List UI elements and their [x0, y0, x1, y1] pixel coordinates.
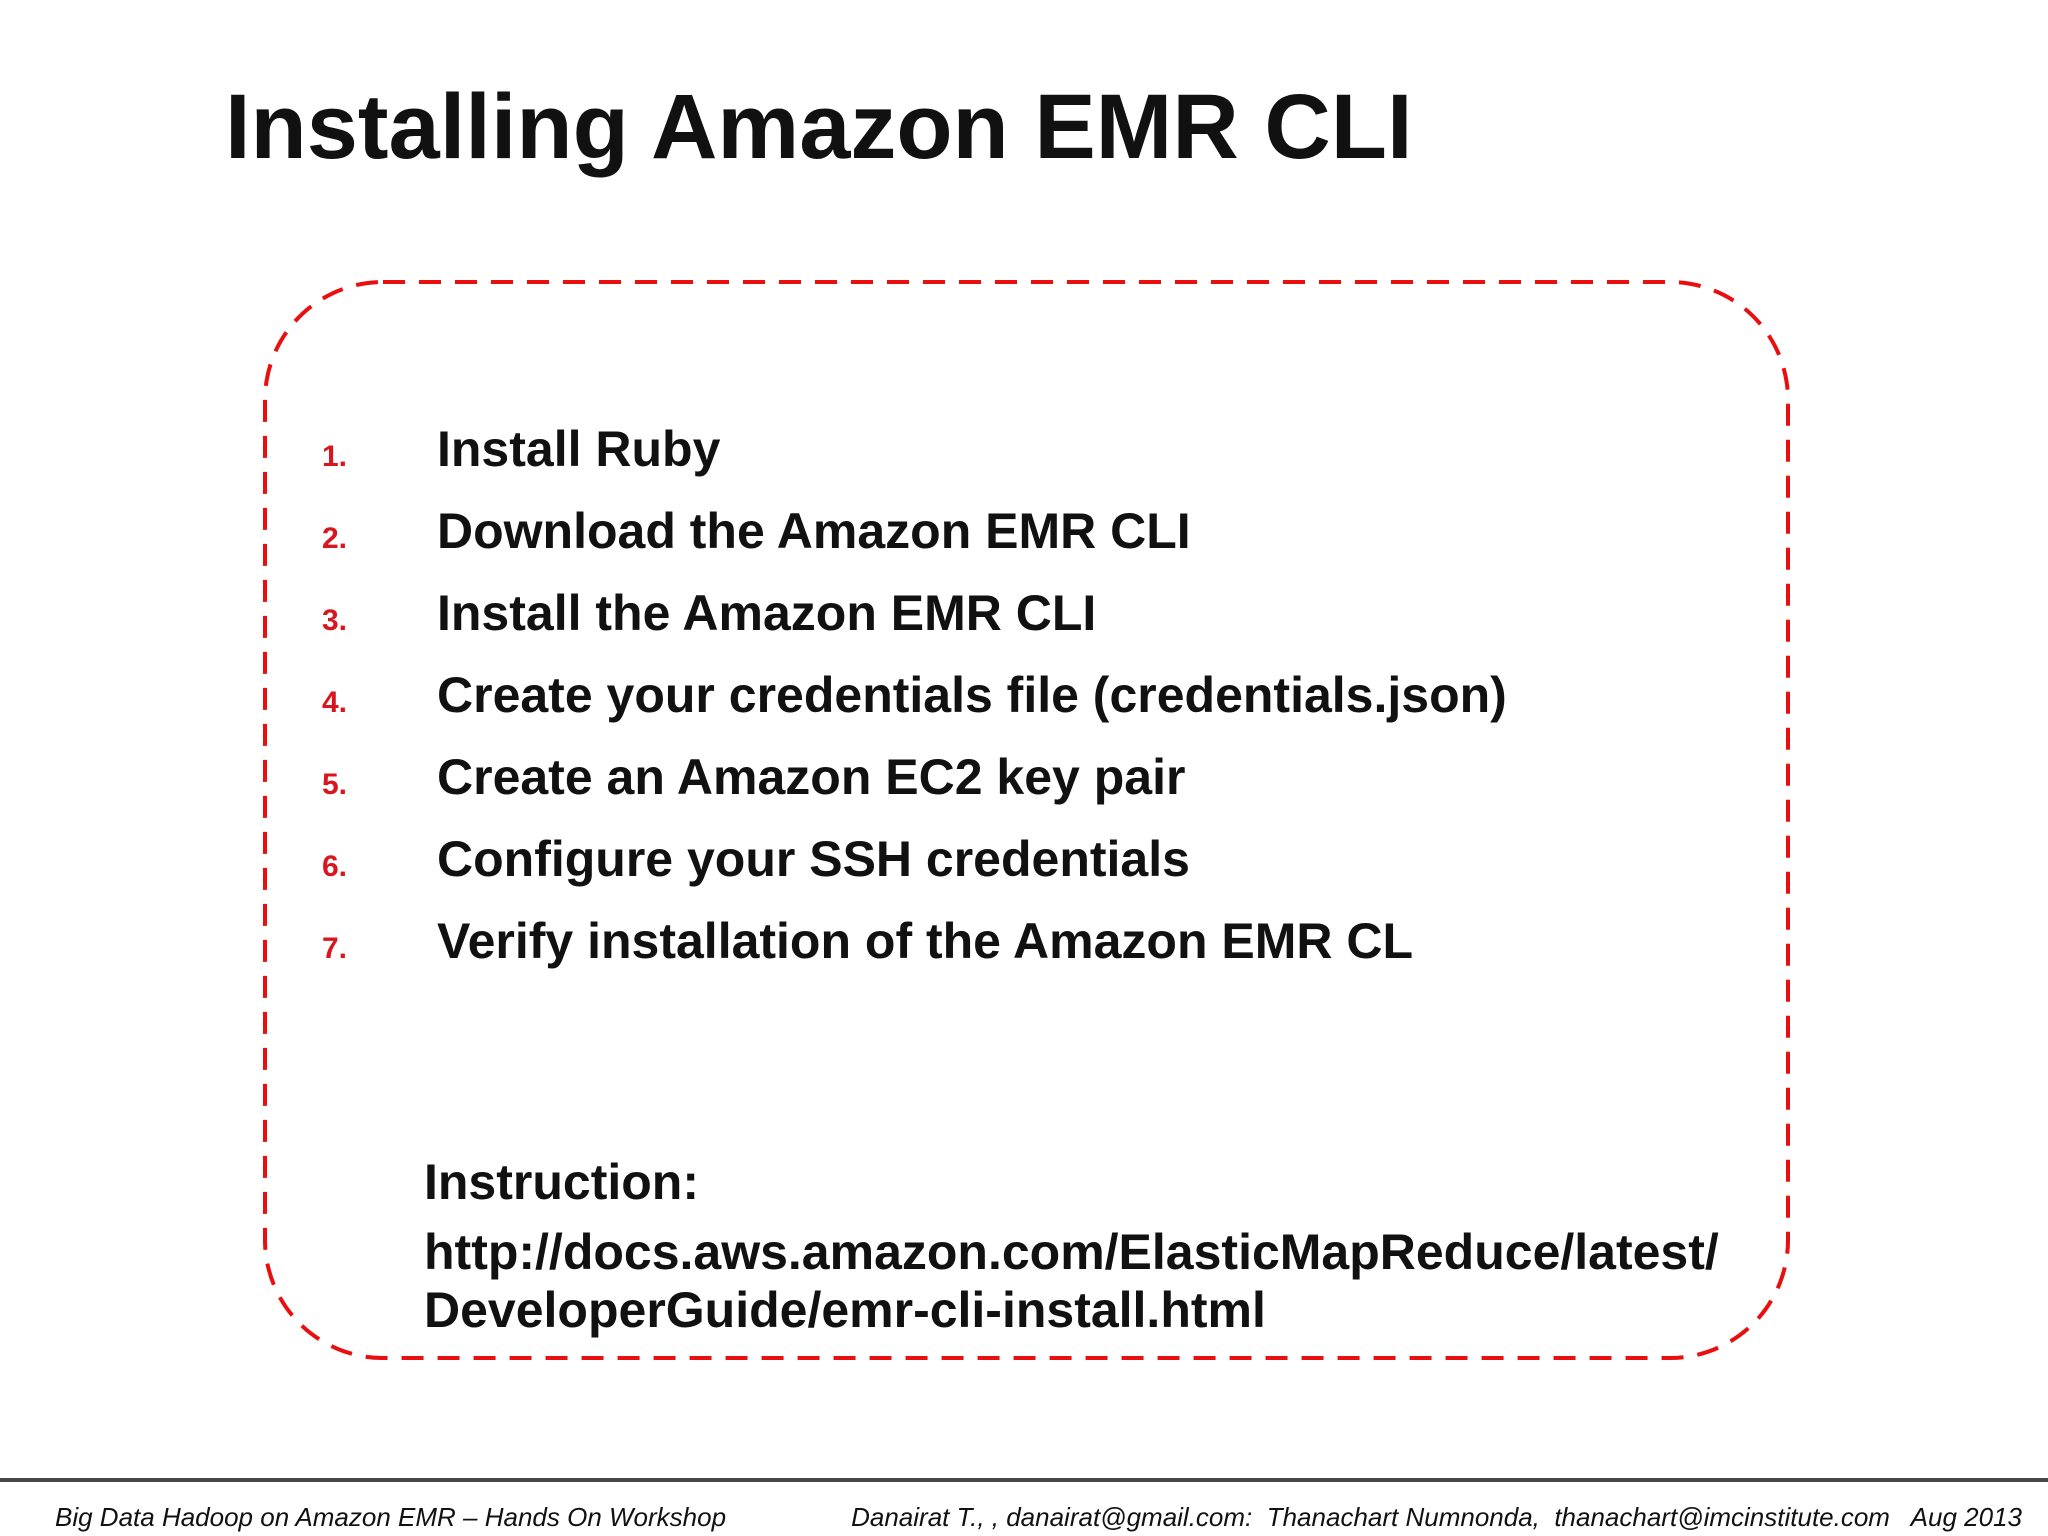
step-text: Download the Amazon EMR CLI — [437, 503, 1191, 559]
dashed-border — [263, 280, 1790, 1360]
step-text: Configure your SSH credentials — [437, 831, 1190, 887]
footer-rule — [0, 1478, 2048, 1482]
step-item: 2. Download the Amazon EMR CLI — [322, 490, 1782, 572]
step-number: 4. — [322, 686, 348, 719]
step-item: 3. Install the Amazon EMR CLI — [322, 572, 1782, 654]
instruction-label: Instruction: — [424, 1154, 699, 1210]
footer-left-text: Big Data Hadoop on Amazon EMR – Hands On… — [55, 1502, 727, 1532]
step-item: 1. Install Ruby — [322, 408, 1782, 490]
page-title: Installing Amazon EMR CLI — [225, 76, 1413, 178]
instruction-url-line2: DeveloperGuide/emr-cli-install.html — [424, 1282, 1266, 1338]
step-text: Verify installation of the Amazon EMR CL — [437, 913, 1414, 969]
step-number: 3. — [322, 604, 348, 637]
footer-right-text: Danairat T., , danairat@gmail.com: Thana… — [851, 1502, 2022, 1532]
step-number: 2. — [322, 522, 348, 555]
step-list: 1. Install Ruby 2. Download the Amazon E… — [322, 408, 1782, 982]
step-number: 1. — [322, 440, 348, 473]
step-item: 7. Verify installation of the Amazon EMR… — [322, 900, 1782, 982]
step-text: Create an Amazon EC2 key pair — [437, 749, 1186, 805]
step-item: 4. Create your credentials file (credent… — [322, 654, 1782, 736]
step-item: 6. Configure your SSH credentials — [322, 818, 1782, 900]
step-number: 6. — [322, 850, 348, 883]
step-text: Create your credentials file (credential… — [437, 667, 1507, 723]
step-text: Install the Amazon EMR CLI — [437, 585, 1097, 641]
instruction-url-line1: http://docs.aws.amazon.com/ElasticMapRed… — [424, 1224, 1719, 1280]
step-item: 5. Create an Amazon EC2 key pair — [322, 736, 1782, 818]
step-number: 7. — [322, 932, 348, 965]
step-text: Install Ruby — [437, 421, 721, 477]
instruction-url: http://docs.aws.amazon.com/ElasticMapRed… — [424, 1223, 1794, 1339]
step-number: 5. — [322, 768, 348, 801]
